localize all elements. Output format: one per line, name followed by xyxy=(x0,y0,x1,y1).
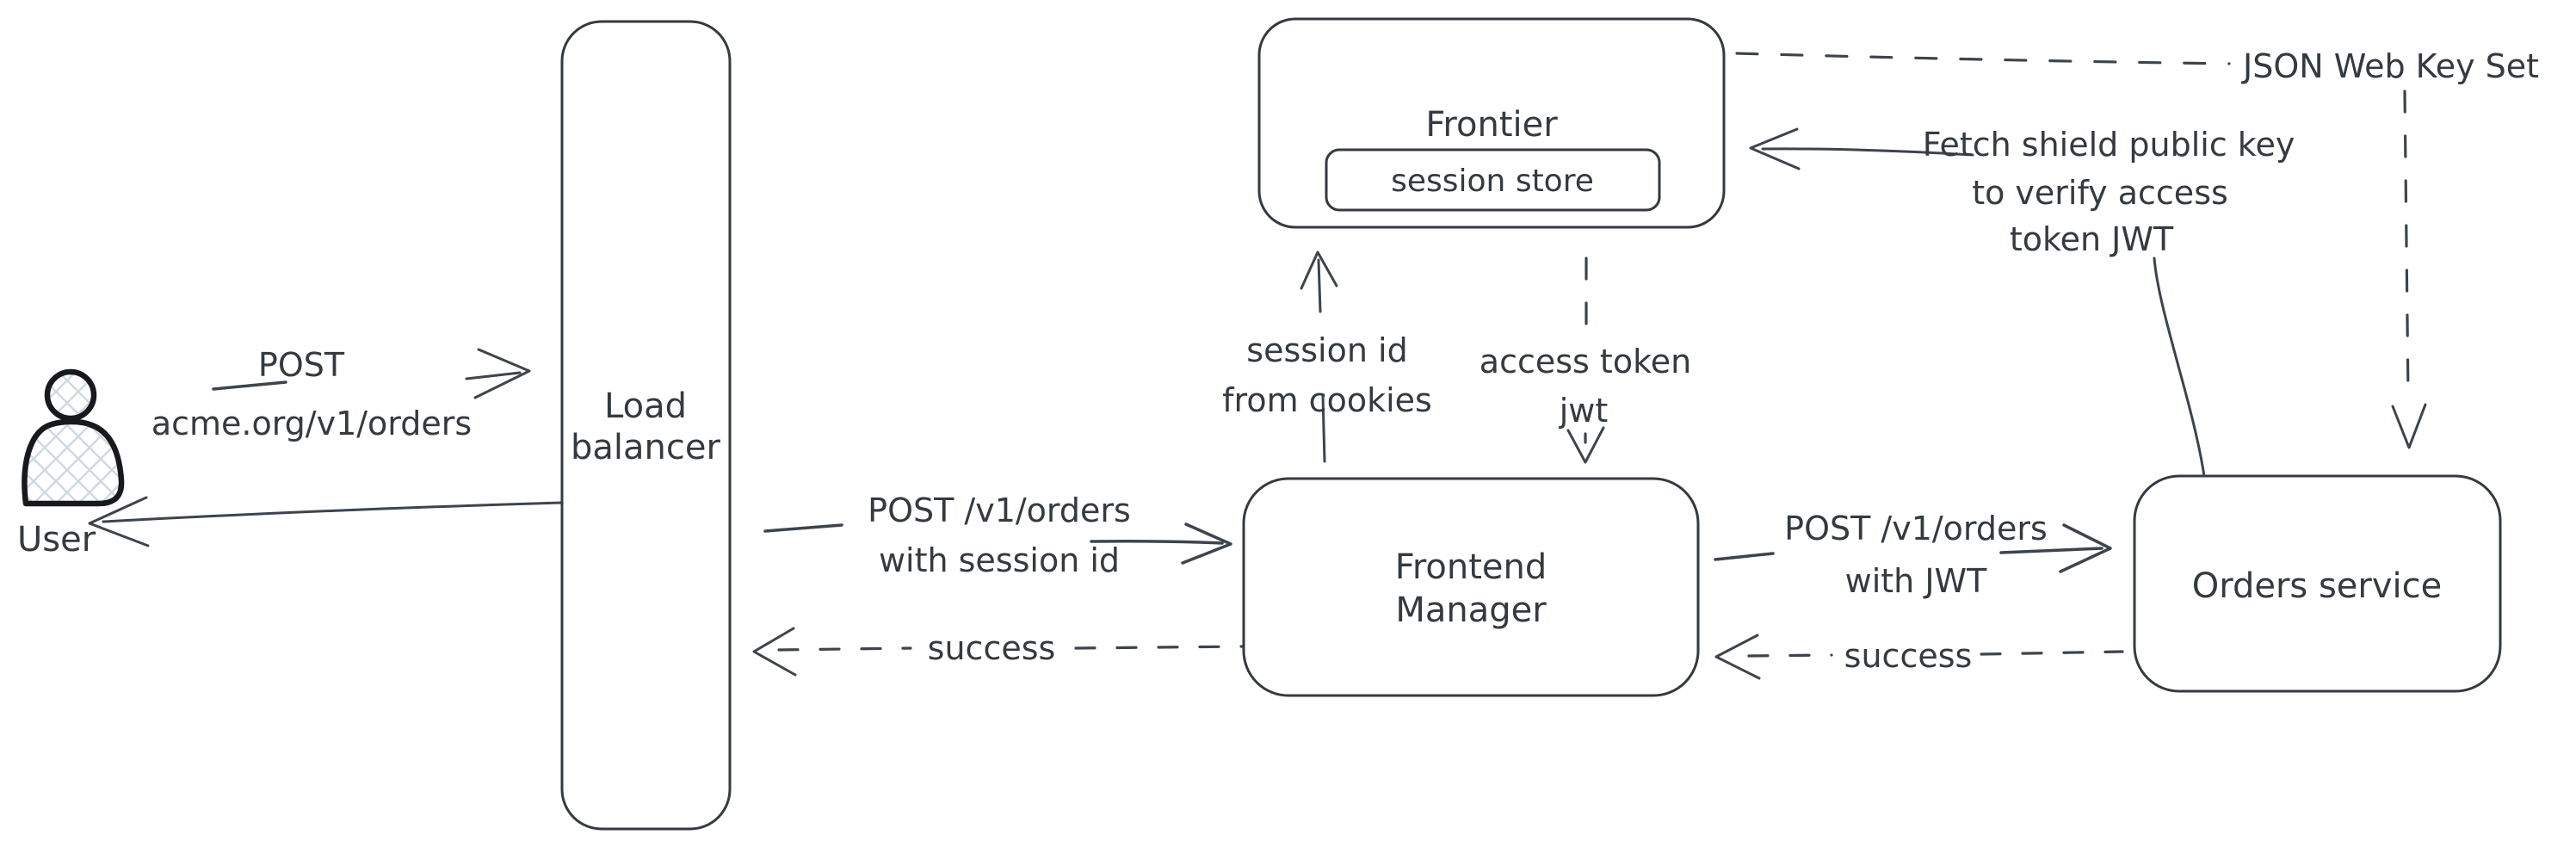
arrow-tail xyxy=(1714,552,1775,561)
user-body-icon xyxy=(22,418,125,507)
arrowhead-left-icon xyxy=(88,496,150,547)
arrowhead-right-icon xyxy=(473,348,531,399)
user-head-icon xyxy=(44,368,97,422)
arrowhead-down-icon xyxy=(2391,403,2427,449)
arrow-shaft xyxy=(465,371,522,380)
edge-label: success xyxy=(1844,637,1973,675)
arrowhead-left-icon xyxy=(1749,127,1801,170)
arrow-dash-segment xyxy=(1747,653,1833,658)
edge-label: success xyxy=(928,629,1056,667)
edge-label: with session id xyxy=(879,541,1120,579)
arrow-jwks-to-orders-service xyxy=(2391,90,2427,449)
edge-label: to verify access xyxy=(1972,174,2228,212)
frontier-label: Frontier xyxy=(1425,105,1558,145)
arrow-dash-segment xyxy=(1980,650,2124,656)
arrowhead-right-icon xyxy=(1181,522,1232,565)
arrowhead-left-icon xyxy=(752,627,797,677)
arrow-frontier-to-frontend-manager xyxy=(1566,257,1605,464)
arrow-frontend-manager-to-orders-service xyxy=(1714,523,2112,573)
edge-label: acme.org/v1/orders xyxy=(151,405,472,442)
edge-label: Fetch shield public key xyxy=(1923,126,2295,164)
arrowhead-up-icon xyxy=(1300,250,1338,290)
edge-label: token JWT xyxy=(2010,220,2174,258)
arrow-shaft xyxy=(2153,257,2206,478)
arrow-user-to-load-balancer xyxy=(212,348,531,399)
arrowhead-down-icon xyxy=(1566,426,1605,464)
edge-label: from cookies xyxy=(1222,381,1432,419)
arrow-load-balancer-to-frontend-manager xyxy=(763,522,1232,565)
arrow-dash-segment xyxy=(2403,90,2410,398)
frontend-manager-label: Frontend xyxy=(1395,547,1547,587)
arrow-frontend-manager-to-load-balancer-success xyxy=(752,627,1245,677)
arrow-shaft xyxy=(1317,258,1322,313)
edge-label: POST /v1/orders xyxy=(1784,510,2048,547)
arrow-frontend-manager-to-frontier xyxy=(1300,250,1338,463)
arrow-shaft xyxy=(1761,147,1974,157)
edge-label: POST xyxy=(258,346,345,384)
arrow-shaft xyxy=(1090,540,1224,545)
session-store-label: session store xyxy=(1391,164,1594,199)
arrowhead-right-icon xyxy=(2059,523,2112,573)
user-icon xyxy=(22,368,125,507)
load-balancer-label: balancer xyxy=(571,428,720,467)
load-balancer-label: Load xyxy=(604,386,687,426)
edge-label: jwt xyxy=(1559,392,1609,430)
node-orders-service xyxy=(2133,474,2502,693)
edge-label: with JWT xyxy=(1845,562,1987,600)
arrow-shaft xyxy=(1321,394,1326,463)
arrow-dash-segment xyxy=(777,646,912,652)
node-session-store xyxy=(1325,148,1661,212)
arrowhead-left-icon xyxy=(1714,634,1761,680)
arrow-frontier-to-jwks xyxy=(1735,52,2231,65)
edge-label: POST /v1/orders xyxy=(868,492,1131,529)
arrow-shaft xyxy=(1999,547,2103,554)
orders-service-label: Orders service xyxy=(2192,566,2443,606)
frontend-manager-label: Manager xyxy=(1395,590,1547,630)
arrow-load-balancer-to-user xyxy=(88,496,564,547)
arrow-tail xyxy=(212,380,287,391)
node-frontend-manager xyxy=(1242,477,1700,697)
edge-label: session id xyxy=(1246,331,1407,369)
arrow-tail xyxy=(763,523,843,533)
arrow-dash-segment xyxy=(1074,645,1245,650)
arrow-orders-service-to-frontier xyxy=(1749,127,2206,478)
edge-label: access token xyxy=(1480,343,1691,380)
node-load-balancer xyxy=(560,20,732,831)
user-label: User xyxy=(17,520,96,560)
jwks-label: JSON Web Key Set xyxy=(2241,47,2539,85)
arrow-shaft xyxy=(102,501,564,523)
arrow-orders-service-to-frontend-manager-success xyxy=(1714,634,2124,680)
